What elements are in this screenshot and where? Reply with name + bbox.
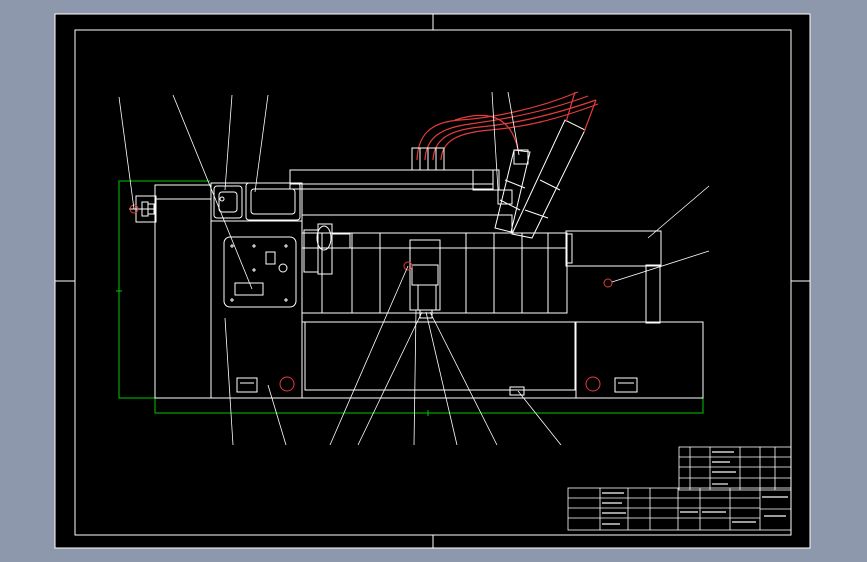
paper-background bbox=[54, 13, 811, 549]
leader-lines bbox=[118, 91, 710, 446]
hose-fittings bbox=[411, 147, 445, 171]
centering-marks bbox=[55, 14, 810, 548]
hoses bbox=[416, 91, 599, 161]
handwheel bbox=[129, 195, 157, 223]
control-panel bbox=[223, 236, 297, 308]
machine-bed bbox=[301, 232, 568, 314]
title-block-hatching bbox=[602, 451, 788, 525]
title-block-upper bbox=[678, 446, 792, 491]
tool-arm-left bbox=[494, 149, 531, 233]
title-block bbox=[567, 446, 792, 531]
cabinet-bolt bbox=[279, 376, 295, 392]
machine-assembly bbox=[129, 119, 704, 399]
